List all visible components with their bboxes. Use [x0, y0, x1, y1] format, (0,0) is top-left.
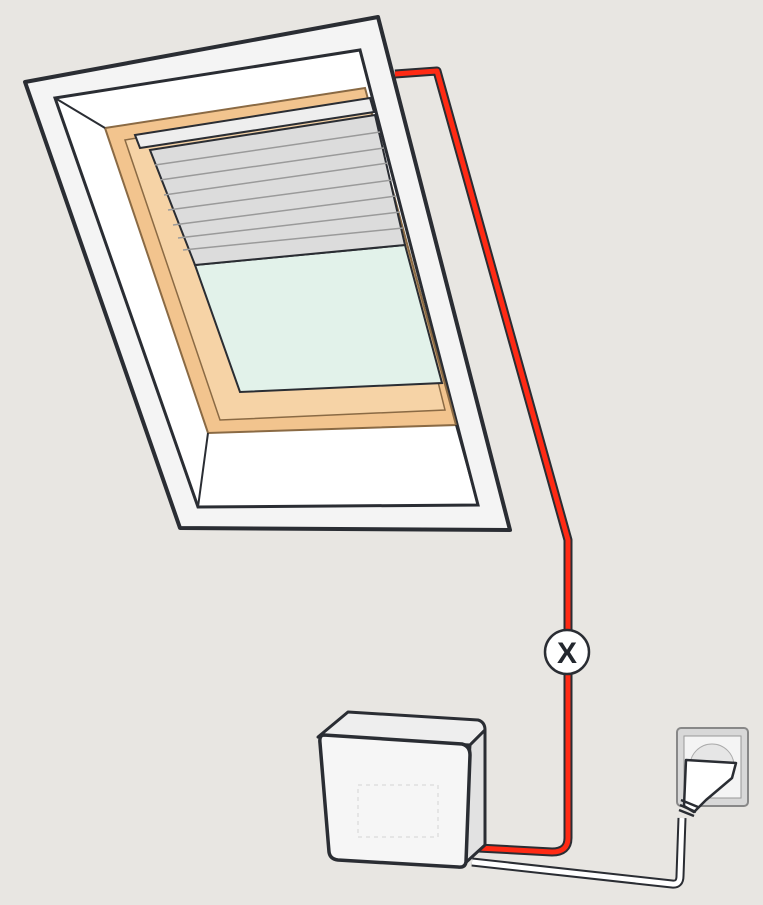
blind-pleats	[148, 113, 407, 267]
cable-marker-label: X	[557, 637, 577, 670]
blind-cassette	[133, 96, 376, 150]
roof-window	[23, 15, 512, 532]
power-plug	[678, 758, 738, 818]
window-glass	[193, 243, 444, 394]
control-unit-front	[318, 733, 472, 869]
cable-marker: X	[543, 628, 591, 676]
control-unit	[316, 710, 487, 869]
lining-edge	[54, 97, 479, 508]
